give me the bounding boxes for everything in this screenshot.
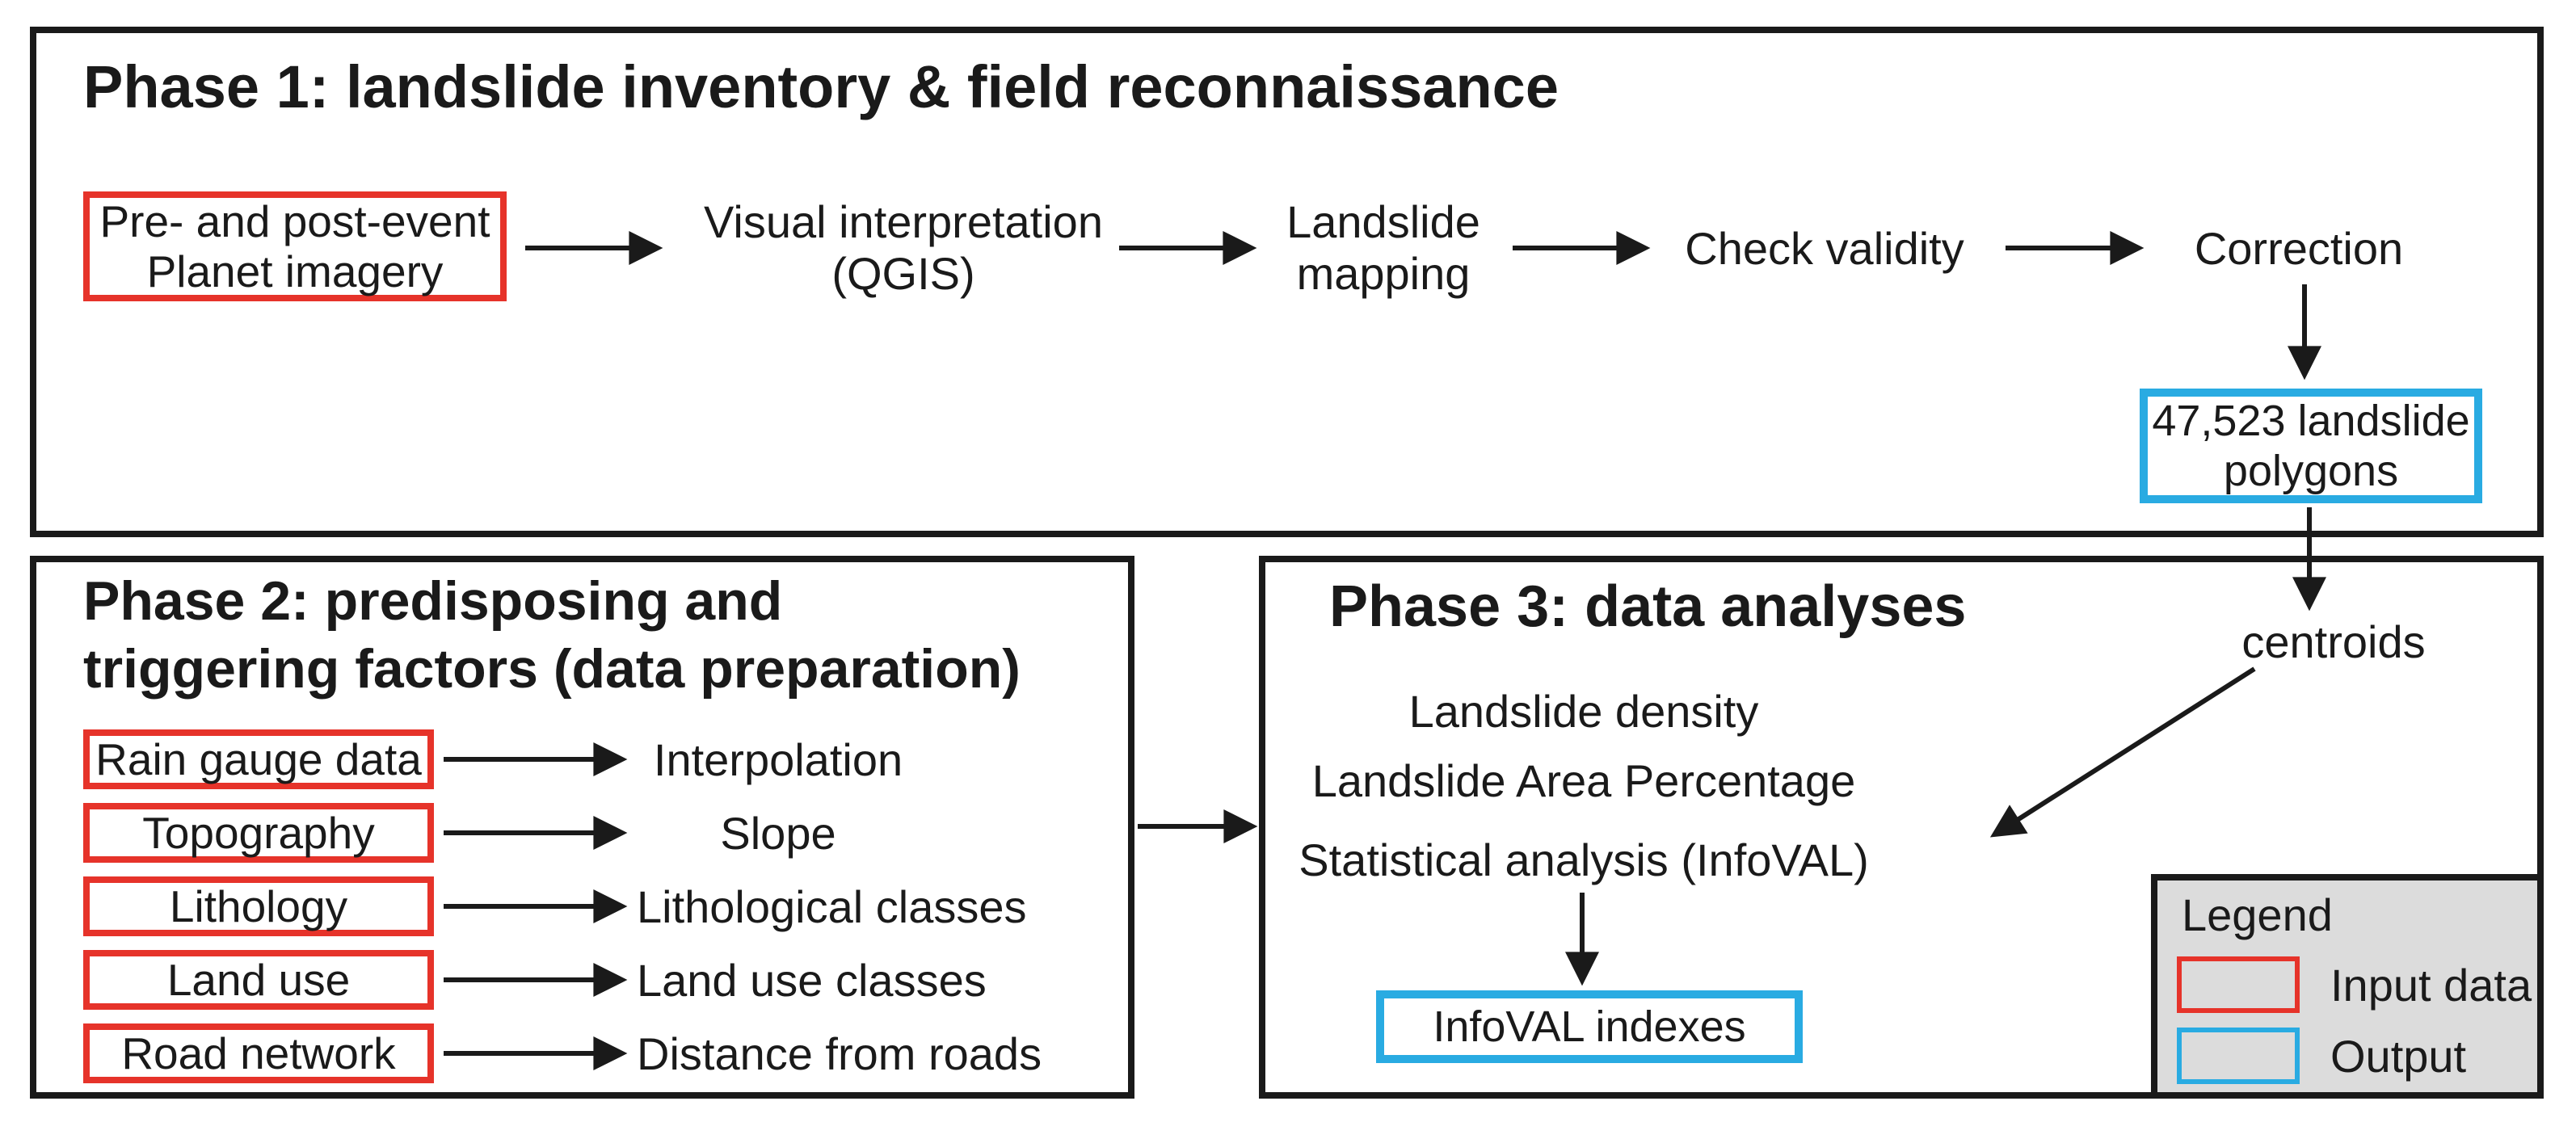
output-box-infoval-indexes: InfoVAL indexes [1376, 990, 1803, 1063]
result-distance-from-roads: Distance from roads [637, 1028, 1042, 1079]
step-check-validity: Check validity [1685, 223, 1964, 274]
legend-panel [2151, 874, 2544, 1099]
input-box-land-use: Land use [83, 950, 434, 1010]
output-box-landslide-polygons: 47,523 landslide polygons [2140, 389, 2482, 503]
input-box-road-network: Road network [83, 1023, 434, 1083]
analysis-landslide-density: Landslide density [1408, 686, 1759, 737]
analysis-statistical-infoval: Statistical analysis (InfoVAL) [1299, 834, 1869, 885]
legend-output-swatch [2177, 1028, 2300, 1084]
phase2-title: Phase 2: predisposing and triggering fac… [83, 570, 1021, 700]
input-box-planet-imagery: Pre- and post-event Planet imagery [83, 191, 507, 301]
result-slope: Slope [720, 807, 836, 859]
centroids-label: centroids [2241, 616, 2426, 667]
phase3-title: Phase 3: data analyses [1329, 574, 1967, 639]
input-box-rain-gauge-data: Rain gauge data [83, 729, 434, 789]
input-box-lithology: Lithology [83, 876, 434, 936]
step-correction: Correction [2194, 223, 2404, 274]
phase1-title: Phase 1: landslide inventory & field rec… [83, 53, 1559, 120]
legend-title: Legend [2182, 889, 2333, 940]
legend-output-label: Output [2330, 1030, 2467, 1082]
step-visual-interpretation: Visual interpretation (QGIS) [704, 196, 1103, 299]
result-land-use-classes: Land use classes [637, 954, 987, 1006]
input-box-topography: Topography [83, 803, 434, 863]
result-interpolation: Interpolation [653, 733, 903, 785]
legend-input-swatch [2177, 956, 2300, 1013]
step-landslide-mapping: Landslide mapping [1286, 196, 1480, 299]
analysis-landslide-area-percentage: Landslide Area Percentage [1311, 755, 1856, 806]
result-lithological-classes: Lithological classes [637, 881, 1027, 932]
legend-input-label: Input data [2330, 959, 2532, 1011]
